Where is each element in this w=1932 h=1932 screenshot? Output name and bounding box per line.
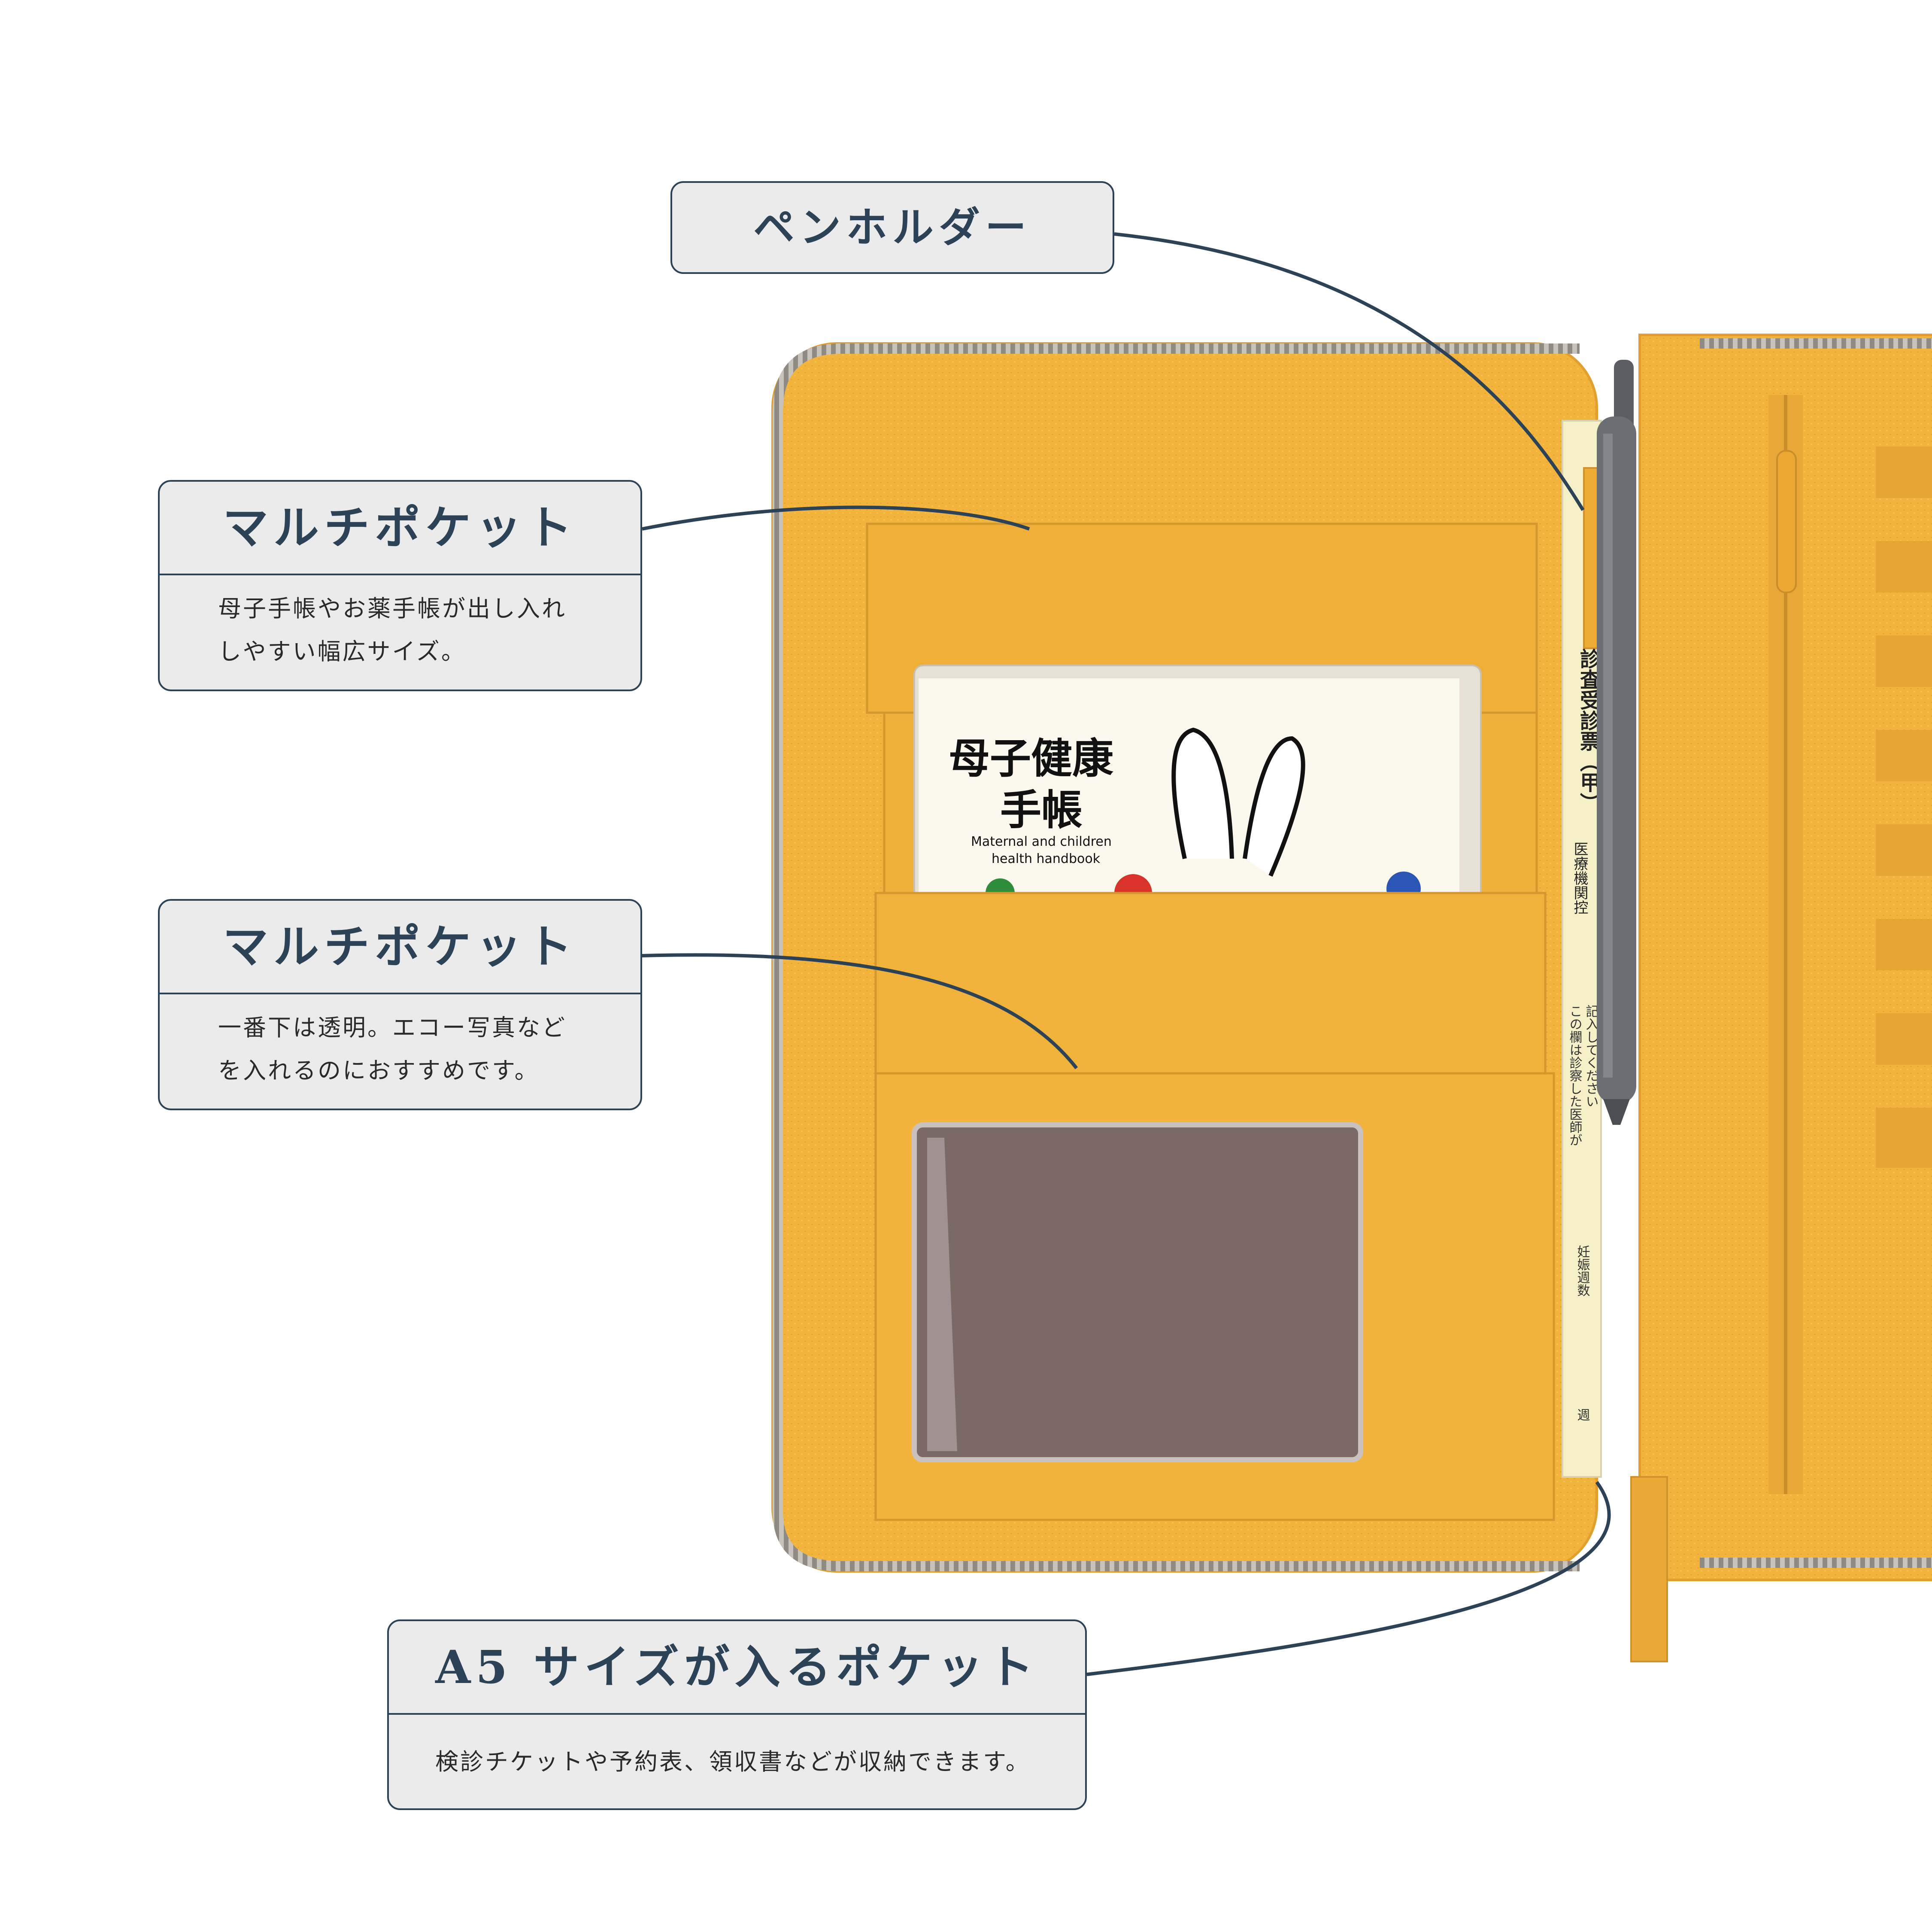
callout-divider (160, 993, 640, 994)
leader-lines (642, 232, 1611, 1676)
right-slot-7 (1876, 1013, 1932, 1065)
handbook-subtitle-line2: health handbook (992, 851, 1101, 866)
zipper-corner-bl (773, 1511, 842, 1571)
ticket-label-5: 週 (1575, 1408, 1590, 1421)
right-slot-6 (1876, 919, 1932, 970)
callout-title: マルチポケット (223, 501, 577, 554)
leader-multi-bottom (642, 953, 1078, 1069)
callout-title: ペンホルダー (753, 203, 1031, 252)
mother-child-handbook: 母子健康 手帳 Maternal and children health han… (913, 665, 1482, 912)
callout-title: A5 サイズが入るポケット (435, 1640, 1039, 1694)
callout-title: マルチポケット (223, 920, 577, 973)
leader-pen-holder (1114, 232, 1585, 511)
handbook-subtitle-line1: Maternal and children (971, 834, 1112, 849)
leader-multi-top (642, 505, 1030, 531)
ticket-label-3: 記入してください (1583, 1005, 1598, 1108)
callout-divider (160, 574, 640, 575)
callout-multi-pocket-top: マルチポケット 母子手帳やお薬手帳が出し入れ しやすい幅広サイズ。 (158, 480, 642, 691)
pen-grip (1603, 434, 1613, 1078)
desc-line: 母子手帳やお薬手帳が出し入れ (218, 595, 567, 622)
callout-divider (389, 1713, 1085, 1715)
callout-a5-pocket: A5 サイズが入るポケット 検診チケットや予約表、領収書などが収納できます。 (387, 1619, 1087, 1810)
right-slot-2 (1876, 541, 1932, 592)
clear-window-pocket (912, 1122, 1363, 1462)
rabbit-ears (1171, 727, 1305, 877)
pen-barrel (1597, 416, 1636, 1103)
zip-pull (1776, 450, 1797, 593)
pen (1597, 360, 1636, 1125)
ticket-label-1: 医療機関控 (1571, 841, 1588, 914)
handbook-title-line2: 手帳 (1000, 786, 1083, 834)
ribbon-tab (1630, 1476, 1668, 1662)
right-slot-3 (1876, 635, 1932, 687)
callout-description: 一番下は透明。エコー写真など を入れるのにおすすめです。 (160, 994, 640, 1092)
desc-line: 一番下は透明。エコー写真など (218, 1014, 567, 1041)
zipper-corner-tl (773, 343, 842, 413)
right-slot-8 (1876, 1108, 1932, 1168)
callout-pen-holder: ペンホルダー (670, 181, 1114, 274)
leader-a5 (1086, 1481, 1611, 1676)
callout-multi-pocket-bottom: マルチポケット 一番下は透明。エコー写真など を入れるのにおすすめです。 (158, 899, 642, 1110)
right-slot-1 (1876, 447, 1932, 498)
desc-line: を入れるのにおすすめです。 (218, 1057, 540, 1084)
pen-tip (1603, 1099, 1630, 1125)
window-glare (927, 1138, 957, 1451)
ticket-label-2: この欄は診察した医師が (1567, 1005, 1583, 1146)
pocket-layers: 母子健康 手帳 Maternal and children health han… (866, 522, 1555, 1521)
right-slot-5 (1876, 824, 1932, 876)
ticket-heading: 診査受診票（甲） (1576, 648, 1601, 813)
handbook-title-line1: 母子健康 (949, 735, 1113, 783)
ticket-label-4: 妊娠週数 (1575, 1245, 1590, 1297)
pocket-third (874, 892, 1547, 1083)
desc-line: しやすい幅広サイズ。 (218, 638, 466, 665)
callout-description: 母子手帳やお薬手帳が出し入れ しやすい幅広サイズ。 (160, 575, 640, 673)
a5-ticket-labels: 診査受診票（甲） 医療機関控 この欄は診察した医師が 記入してください 妊娠週数… (1567, 648, 1601, 1421)
callout-description: 検診チケットや予約表、領収書などが収納できます。 (389, 1715, 1085, 1783)
desc-line: 検診チケットや予約表、領収書などが収納できます。 (435, 1748, 1031, 1775)
right-slot-4 (1876, 730, 1932, 781)
